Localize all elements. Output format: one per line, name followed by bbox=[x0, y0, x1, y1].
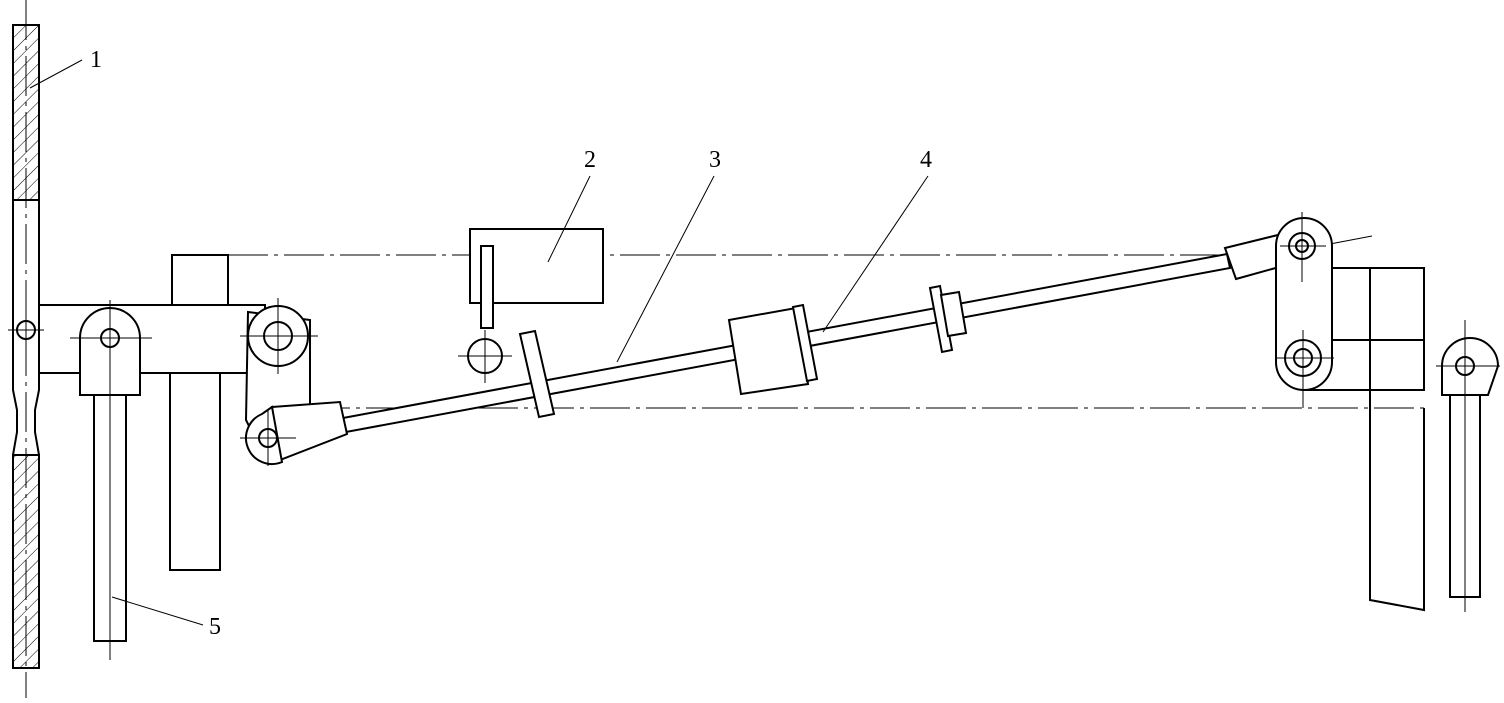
rod-collar-right-hub bbox=[939, 290, 968, 338]
label-part-5: 5 bbox=[209, 614, 221, 640]
part-4-slider-block bbox=[727, 303, 819, 396]
label-part-2: 2 bbox=[584, 147, 596, 173]
rod-flange-left bbox=[518, 329, 556, 419]
rod-left-sleeve bbox=[270, 400, 349, 462]
left-lower-block bbox=[169, 372, 221, 571]
left-upper-block bbox=[171, 254, 229, 306]
part-2-sensor-box bbox=[458, 228, 604, 383]
label-part-1: 1 bbox=[90, 47, 102, 73]
leader-3 bbox=[616, 175, 715, 363]
part-labels: 1 2 3 4 5 bbox=[90, 47, 932, 640]
slider-block bbox=[727, 306, 810, 396]
label-part-4: 4 bbox=[920, 147, 932, 173]
label-part-3: 3 bbox=[709, 147, 721, 173]
leader-1 bbox=[29, 59, 83, 89]
leader-2 bbox=[547, 175, 591, 263]
leader-4 bbox=[822, 175, 929, 333]
leader-5 bbox=[111, 596, 204, 626]
plate-lower-hatched bbox=[12, 454, 40, 669]
right-assembly bbox=[1275, 212, 1500, 612]
slider-flange bbox=[791, 303, 819, 383]
part-1-vertical-plate bbox=[8, 0, 44, 698]
sensor-probe bbox=[480, 245, 494, 329]
rod-collar-right bbox=[928, 284, 954, 354]
leader-lines bbox=[29, 59, 929, 626]
right-lower-block bbox=[1369, 340, 1425, 612]
plate-upper-hatched bbox=[12, 24, 40, 201]
right-upper-block bbox=[1329, 267, 1425, 341]
left-horizontal-beam bbox=[38, 304, 266, 374]
